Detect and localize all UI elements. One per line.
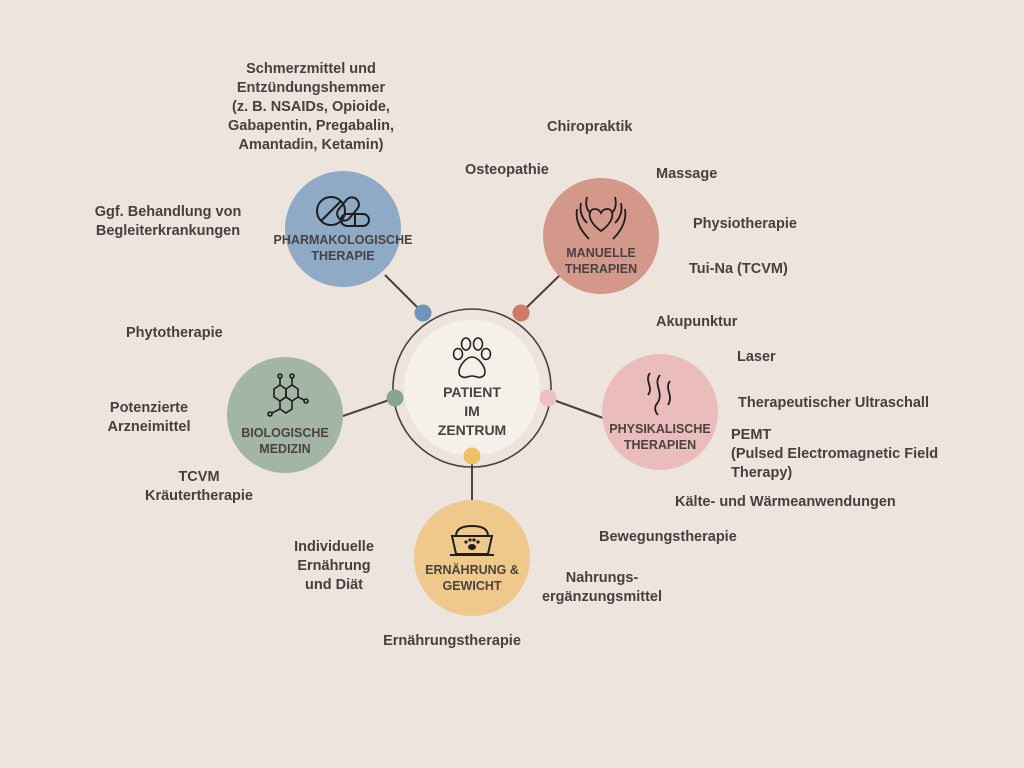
- center-title: PATIENT IM ZENTRUM: [437, 383, 507, 438]
- dot-biological: [386, 389, 404, 407]
- food-bowl-icon: [450, 524, 494, 556]
- label-nahrungsergaenzungsmittel: Nahrungs- ergänzungsmittel: [541, 570, 663, 605]
- label-tui-na: Tui-Na (TCVM): [689, 261, 788, 277]
- label-pain-medication: Schmerzmittel und Entzündungshemmer (z. …: [228, 61, 394, 153]
- paw-icon: [452, 336, 492, 378]
- node-title: ERNÄHRUNG & GEWICHT: [425, 563, 519, 593]
- pills-icon: [316, 196, 370, 227]
- node-pharmacological-therapy: PHARMAKOLOGISCHE THERAPIE: [274, 171, 412, 287]
- label-kaelte-waerme: Kälte- und Wärmeanwendungen: [675, 494, 896, 510]
- node-biological-medicine: BIOLOGISCHE MEDIZIN: [227, 357, 343, 473]
- dot-manual: [512, 304, 530, 322]
- node-title: PHYSIKALISCHE THERAPIEN: [609, 422, 711, 452]
- label-ernaehrungstherapie: Ernährungstherapie: [383, 633, 521, 649]
- dot-nutrition: [463, 447, 481, 465]
- label-tcvm-kraeutertherapie: TCVM Kräutertherapie: [145, 469, 253, 504]
- node-manual-therapies: MANUELLE THERAPIEN: [543, 178, 659, 294]
- label-ultraschall: Therapeutischer Ultraschall: [738, 395, 929, 411]
- label-laser: Laser: [737, 349, 776, 365]
- molecule-icon: [267, 373, 309, 417]
- label-phytotherapie: Phytotherapie: [126, 325, 223, 341]
- node-physical-therapies: PHYSIKALISCHE THERAPIEN: [602, 354, 718, 470]
- dot-physical: [539, 389, 557, 407]
- label-physiotherapie: Physiotherapie: [693, 216, 797, 232]
- label-chiropraktik: Chiropraktik: [547, 119, 633, 135]
- heat-waves-icon: [647, 372, 671, 416]
- connector-physical: [547, 397, 604, 419]
- connector-manual: [520, 274, 561, 314]
- dot-pharma: [414, 304, 432, 322]
- node-title: MANUELLE THERAPIEN: [564, 246, 638, 276]
- label-pemt: PEMT (Pulsed Electromagnetic Field Thera…: [731, 427, 939, 481]
- label-potenzierte-arzneimittel: Potenzierte Arzneimittel: [107, 400, 191, 435]
- label-bewegungstherapie: Bewegungstherapie: [599, 529, 737, 545]
- label-comorbidities: Ggf. Behandlung von Begleiterkrankungen: [94, 204, 242, 239]
- hands-heart-icon: [575, 196, 627, 240]
- node-title: PHARMAKOLOGISCHE THERAPIE: [273, 233, 413, 263]
- node-title: BIOLOGISCHE MEDIZIN: [241, 426, 329, 456]
- label-individuelle-ernaehrung: Individuelle Ernährung und Diät: [294, 539, 374, 593]
- label-osteopathie: Osteopathie: [465, 162, 549, 178]
- label-akupunktur: Akupunktur: [656, 314, 738, 330]
- label-massage: Massage: [656, 166, 718, 182]
- connector-pharma: [384, 274, 424, 314]
- node-nutrition-weight: ERNÄHRUNG & GEWICHT: [414, 500, 530, 616]
- center-patient: PATIENT IM ZENTRUM: [404, 320, 540, 456]
- connector-biological: [342, 397, 396, 417]
